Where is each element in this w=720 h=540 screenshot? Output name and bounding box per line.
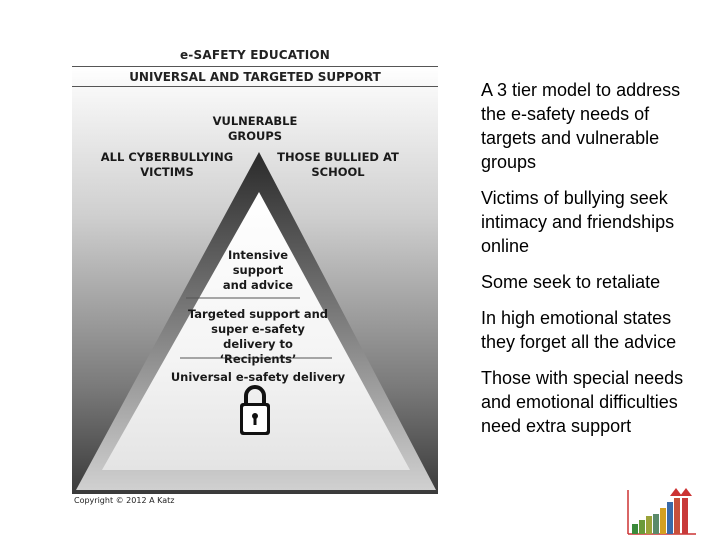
- tier-targeted: Targeted support and super e-safety deli…: [187, 307, 329, 366]
- copyright: Copyright © 2012 A Katz: [74, 496, 175, 505]
- divider: [72, 86, 438, 87]
- bullet-item: Those with special needs and emotional d…: [481, 368, 684, 436]
- tier-intensive: Intensive support and advice: [222, 248, 294, 292]
- padlock-icon: [240, 385, 270, 435]
- right-label: THOSE BULLIED AT SCHOOL: [277, 150, 399, 179]
- diagram-subtitle: UNIVERSAL AND TARGETED SUPPORT: [129, 70, 381, 84]
- divider: [72, 66, 438, 67]
- top-label: VULNERABLE GROUPS: [212, 114, 298, 143]
- left-label: ALL CYBERBULLYING VICTIMS: [100, 150, 234, 179]
- bullet-item: Victims of bullying seek intimacy and fr…: [481, 188, 675, 256]
- bullet-list: A 3 tier model to address the e-safety n…: [481, 78, 706, 450]
- bullet-item: Some seek to retaliate: [481, 272, 661, 292]
- tier-universal: Universal e-safety delivery: [170, 370, 346, 384]
- tier-triangle: [76, 152, 436, 490]
- triangle-inner: [102, 192, 410, 470]
- diagram-title: e-SAFETY EDUCATION: [179, 48, 331, 62]
- bullet-item: A 3 tier model to address the e-safety n…: [481, 80, 681, 172]
- bar-chart-arrows-icon: [627, 488, 696, 535]
- bullet-item: In high emotional states they forget all…: [481, 308, 677, 352]
